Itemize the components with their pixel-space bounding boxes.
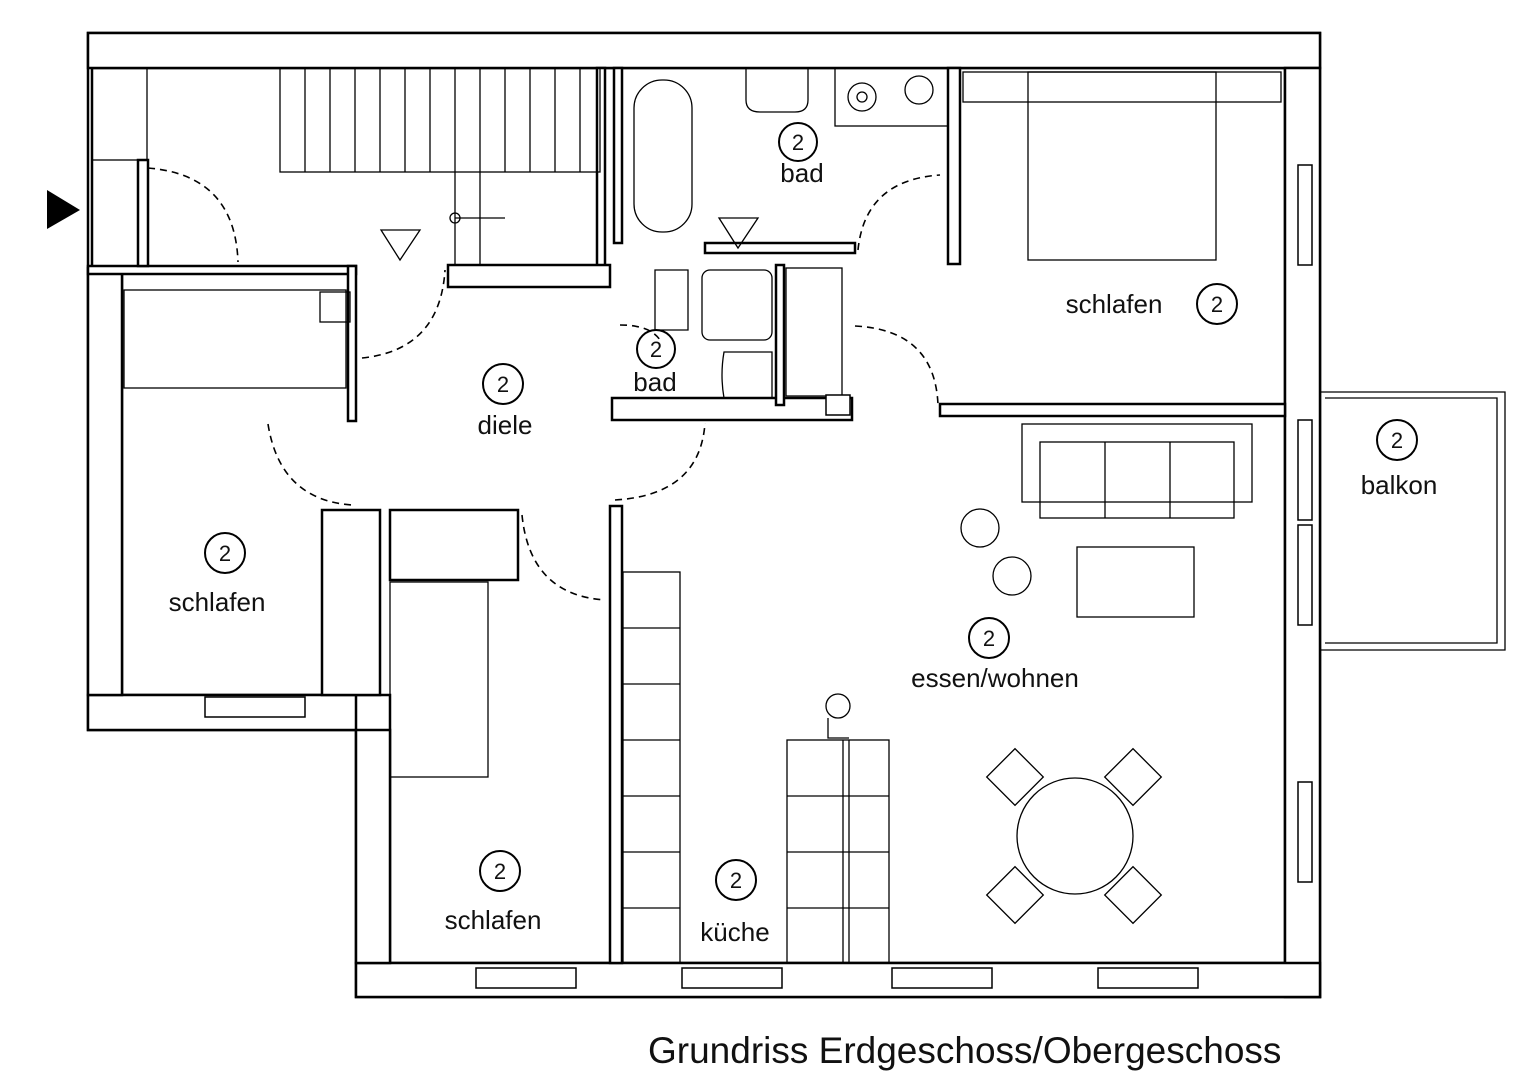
level-marker-icon [717, 217, 760, 250]
door-swings [147, 167, 941, 601]
room-name: schlafen [445, 905, 542, 935]
walls [86, 31, 1322, 999]
room-diele: 2 diele [478, 363, 533, 440]
room-balkon: 2 balkon [1361, 419, 1438, 500]
balcony-outline [1320, 391, 1506, 651]
room-name: essen/wohnen [911, 663, 1079, 693]
room-number: 2 [650, 337, 662, 362]
room-name: balkon [1361, 470, 1438, 500]
room-number: 2 [983, 626, 995, 651]
room-kueche: 2 küche [700, 859, 770, 947]
room-essen-wohnen: 2 essen/wohnen [911, 617, 1079, 693]
room-number: 2 [1391, 428, 1403, 453]
room-name: schlafen [1066, 289, 1163, 319]
plan-title: Grundriss Erdgeschoss/Obergeschoss [648, 1030, 1281, 1071]
room-name: bad [633, 367, 676, 397]
level-marker-icon [379, 229, 422, 262]
room-number: 2 [497, 372, 509, 397]
furniture [91, 67, 1282, 964]
room-schlafen-top-right: 2 schlafen [1066, 283, 1238, 325]
room-bad-top: 2 bad [778, 122, 824, 188]
room-name: küche [700, 917, 769, 947]
room-name: schlafen [169, 587, 266, 617]
room-number: 2 [1211, 292, 1223, 317]
room-schlafen-bottom: 2 schlafen [445, 850, 542, 935]
room-number: 2 [792, 130, 804, 155]
room-bad-small: 2 bad [633, 329, 677, 397]
room-name: diele [478, 410, 533, 440]
room-schlafen-left: 2 schlafen [169, 532, 266, 617]
staircase [279, 67, 601, 265]
entrance-arrow-icon [47, 190, 80, 229]
room-name: bad [780, 158, 823, 188]
room-number: 2 [494, 859, 506, 884]
room-number: 2 [219, 541, 231, 566]
room-number: 2 [730, 868, 742, 893]
